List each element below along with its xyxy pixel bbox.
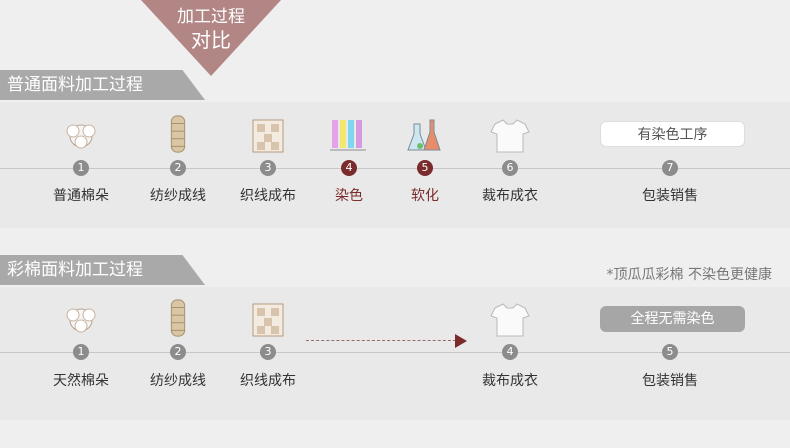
step-label: 包装销售 (642, 373, 698, 389)
woven-cloth-icon (252, 119, 284, 153)
tshirt-icon (490, 119, 530, 153)
step-label: 天然棉朵 (53, 373, 109, 389)
no-dye-pill: 全程无需染色 (600, 306, 745, 332)
step-number: 5 (417, 160, 433, 176)
step-number: 3 (260, 344, 276, 360)
step-label: 包装销售 (642, 188, 698, 204)
cotton-boll-icon (66, 124, 96, 149)
step-label: 软化 (411, 188, 439, 204)
banner-line2: 对比 (191, 28, 231, 52)
step-number: 3 (260, 160, 276, 176)
tshirt-icon (490, 303, 530, 337)
step-number: 2 (170, 344, 186, 360)
section-b-title: 彩棉面料加工过程 (0, 255, 205, 285)
step-label: 织线成布 (240, 373, 296, 389)
cotton-boll-icon (66, 308, 96, 333)
step-label: 裁布成衣 (482, 188, 538, 204)
step-number: 1 (73, 344, 89, 360)
woven-cloth-icon (252, 303, 284, 337)
section-a-title: 普通面料加工过程 (0, 70, 205, 100)
step-number: 1 (73, 160, 89, 176)
step-label: 染色 (335, 188, 363, 204)
step-label: 普通棉朵 (53, 188, 109, 204)
yarn-spool-icon (170, 299, 186, 337)
step-number: 2 (170, 160, 186, 176)
flask-icon (407, 119, 441, 151)
dye-tubes-icon (330, 120, 366, 151)
section-b-line (0, 352, 790, 353)
step-label: 纺纱成线 (150, 188, 206, 204)
top-banner: 加工过程 对比 (141, 0, 281, 76)
step-label: 裁布成衣 (482, 373, 538, 389)
yarn-spool-icon (170, 115, 186, 153)
step-number: 4 (502, 344, 518, 360)
step-label: 织线成布 (240, 188, 296, 204)
step-number: 4 (341, 160, 357, 176)
section-a-line (0, 168, 790, 169)
step-number: 6 (502, 160, 518, 176)
banner-line1: 加工过程 (177, 7, 245, 27)
health-note: *顶瓜瓜彩棉 不染色更健康 (606, 267, 772, 283)
dye-process-pill: 有染色工序 (600, 121, 745, 147)
arrow-icon (455, 334, 467, 348)
skip-arrow-line (306, 340, 456, 341)
step-label: 纺纱成线 (150, 373, 206, 389)
step-number: 7 (662, 160, 678, 176)
step-number: 5 (662, 344, 678, 360)
